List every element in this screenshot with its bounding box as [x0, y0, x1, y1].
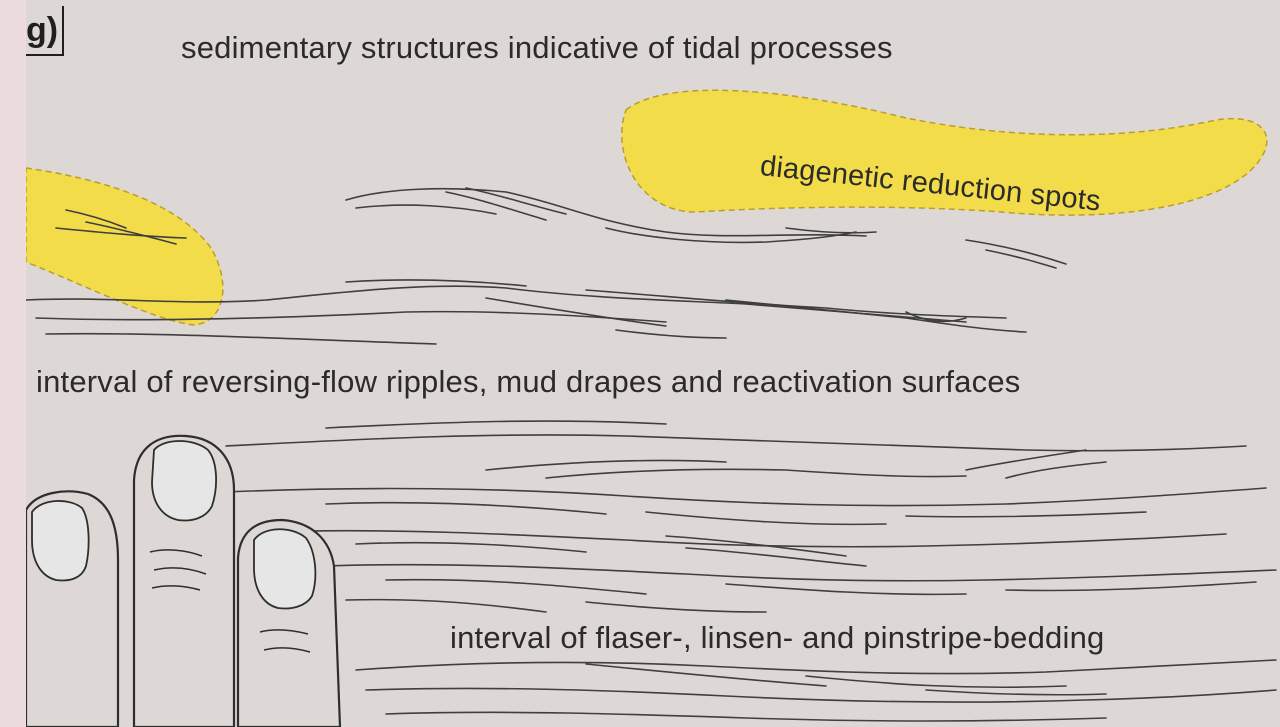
- ripples-interval-label: interval of reversing-flow ripples, mud …: [36, 364, 1020, 400]
- panel-label: g): [26, 6, 64, 56]
- fingernail-left: [32, 501, 89, 581]
- fingers: [26, 436, 340, 727]
- fingernail-right: [254, 529, 315, 608]
- fingernail-middle: [152, 441, 216, 520]
- flaser-interval-label: interval of flaser-, linsen- and pinstri…: [450, 620, 1104, 656]
- figure-title: sedimentary structures indicative of tid…: [181, 30, 893, 66]
- figure-panel: g) sedimentary structures indicative of …: [26, 0, 1280, 727]
